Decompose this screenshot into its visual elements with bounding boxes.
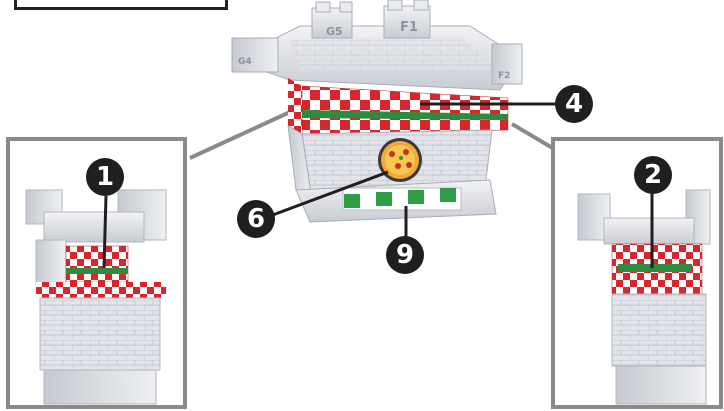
callout-6: 6 [237, 200, 275, 238]
engraving-g5: G5 [326, 25, 343, 38]
leader-line-1 [104, 196, 106, 268]
engraving-f1: F1 [400, 20, 418, 35]
engraving-g4: G4 [238, 57, 252, 67]
callout-9: 9 [386, 236, 424, 274]
callout-1: 1 [86, 158, 124, 196]
checker-banner [302, 86, 508, 134]
engraving-f2: F2 [498, 71, 510, 81]
base-stripe [343, 188, 461, 210]
frame-connector-left [190, 112, 290, 158]
left-checker-banner [66, 246, 128, 282]
callout-2: 2 [634, 156, 672, 194]
central-building: G5 F1 G4 F2 [232, 0, 522, 222]
pizza-icon [378, 138, 422, 182]
left-building-side [26, 190, 166, 404]
callout-4: 4 [555, 85, 593, 123]
frame-connector-right [512, 124, 556, 150]
